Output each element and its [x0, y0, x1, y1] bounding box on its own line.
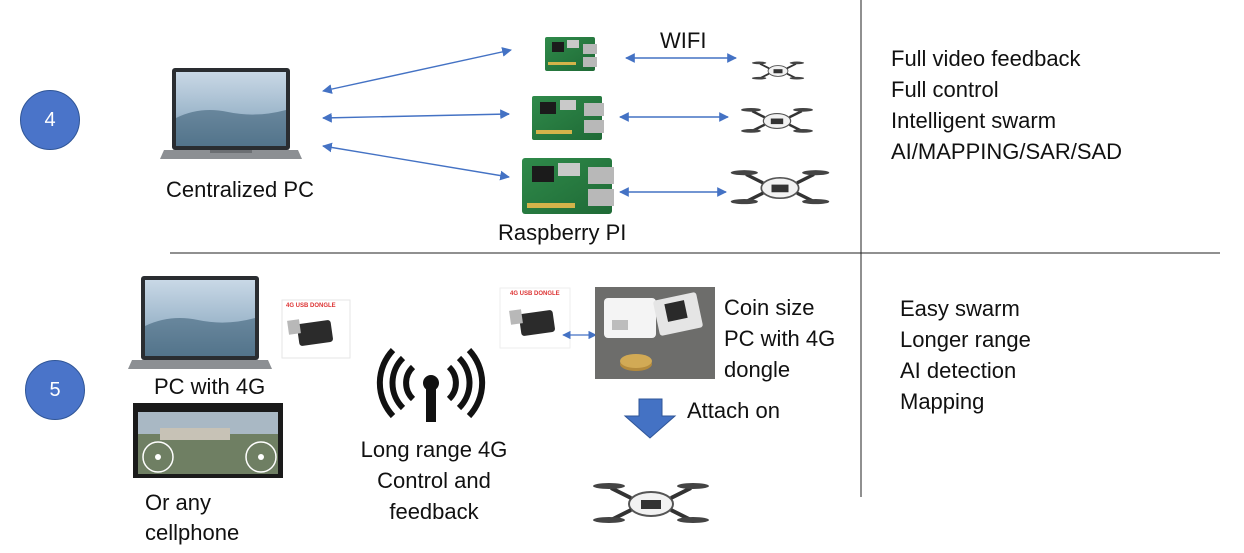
attach-on-label: Attach on: [687, 398, 780, 423]
feature-item: Longer range: [900, 327, 1031, 352]
feature-item: Mapping: [900, 389, 985, 414]
raspberry-pi-icon-1: [545, 37, 597, 71]
laptop-4g-icon: [128, 276, 272, 369]
centralized-pc-label: Centralized PC: [166, 177, 314, 202]
dongle-caption-2: 4G USB DONGLE: [510, 291, 560, 297]
pc-with-4g-label: PC with 4G: [154, 374, 266, 399]
signal-tower-icon: [376, 347, 486, 422]
feature-item: Full video feedback: [891, 46, 1081, 71]
raspberry-pi-icon-2: [532, 96, 604, 140]
usb-dongle-icon-1: [281, 299, 351, 359]
arrow-pc-pi-3: [322, 142, 510, 181]
drone-icon-bottom: [593, 483, 709, 523]
arrow-pc-pi-1: [322, 47, 512, 94]
raspberry-pi-icon-3: [522, 158, 614, 214]
row5-feature-list: Easy swarm Longer range AI detection Map…: [900, 293, 1031, 417]
step-badge-5: 5: [25, 360, 85, 420]
wifi-label: WIFI: [660, 28, 707, 53]
feature-item: AI/MAPPING/SAR/SAD: [891, 139, 1123, 164]
usb-dongle-icon-2: [499, 287, 571, 349]
attach-down-arrow: [623, 398, 677, 439]
step-badge-4: 4: [20, 90, 80, 150]
arrow-pc-pi-2: [322, 109, 510, 123]
dongle-caption-1: 4G USB DONGLE: [286, 303, 336, 309]
coin-pc-image: [595, 287, 715, 379]
feature-item: Full control: [891, 77, 999, 102]
raspberry-pi-label: Raspberry PI: [498, 220, 627, 245]
long-range-4g-label: Long range 4G Control and feedback: [360, 437, 508, 524]
drone-icon-small: [751, 61, 805, 80]
drone-icon-medium: [741, 107, 813, 133]
drone-icon-large: [730, 170, 830, 205]
feature-item: AI detection: [900, 358, 1017, 383]
feature-item: Intelligent swarm: [891, 108, 1057, 133]
coin-pc-label: Coin size PC with 4G dongle: [724, 295, 836, 382]
phone-screen-image: [133, 403, 283, 478]
cellphone-label: Or any cellphone: [145, 490, 240, 545]
laptop-icon: [160, 68, 302, 159]
feature-item: Easy swarm: [900, 296, 1020, 321]
row4-feature-list: Full video feedback Full control Intelli…: [891, 43, 1122, 167]
